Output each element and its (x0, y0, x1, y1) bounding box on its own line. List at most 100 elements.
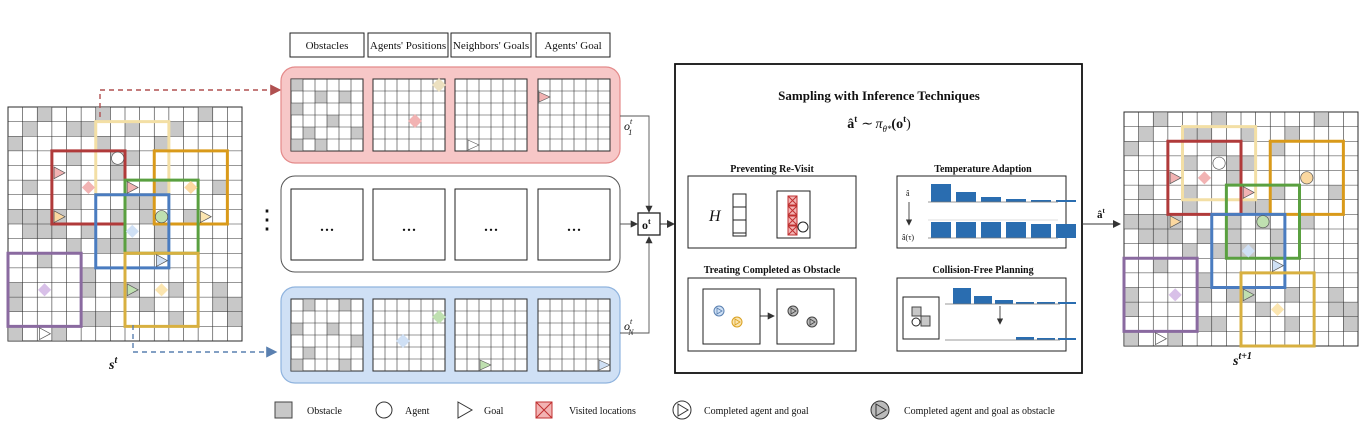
probability-bar (1058, 338, 1076, 340)
obstacle-cell (227, 297, 242, 312)
action-label: ât (1097, 207, 1106, 221)
goal-icon (457, 401, 474, 419)
history-h-label: H (708, 208, 722, 225)
visited-locations-stack (787, 195, 809, 236)
obstacle-cell (1153, 214, 1168, 229)
obstacle-cell (66, 194, 82, 210)
field-of-view-box (1268, 139, 1345, 216)
obstacle-cell (1270, 229, 1285, 244)
obstacle-cell (351, 127, 363, 139)
probability-bar (981, 197, 1001, 202)
ellipsis-boxes: ... ... ... ... (290, 188, 611, 261)
obstacle-cell (303, 347, 315, 359)
obstacle-cell (1197, 229, 1212, 244)
field-of-view-box (152, 149, 229, 226)
obstacle-cell (1138, 126, 1154, 142)
obstacle-cell (1226, 243, 1241, 259)
obstacle-cell (1124, 331, 1139, 346)
obstacle-cell (8, 326, 23, 341)
connector-red-dashed (99, 84, 282, 117)
obstacle-cell (110, 282, 125, 298)
probability-bar (995, 300, 1013, 304)
obstacle-cell (1328, 185, 1344, 200)
goal-marker (53, 210, 66, 224)
probability-bar (981, 222, 1001, 238)
obstacle-cell (1153, 112, 1168, 127)
obstacle-cell (37, 107, 52, 122)
obstacle-cell (1343, 316, 1358, 332)
obstacle-cell (1343, 302, 1358, 317)
obstacle-cell (303, 299, 315, 311)
agent-marker (184, 180, 198, 195)
panel-revisit-title: Preventing Re-Visit (730, 164, 814, 175)
obstacle-cell (327, 323, 339, 335)
global-map-right (1122, 111, 1359, 348)
legend-label-visited: Visited locations (569, 406, 636, 417)
obstacle-cell (168, 121, 184, 137)
probability-bar (1056, 200, 1076, 202)
visited-icon (535, 401, 553, 419)
obstacle-cell (315, 91, 327, 103)
obstacle-cell (315, 139, 327, 151)
probability-bar (1016, 337, 1034, 340)
obstacle-cell (1182, 185, 1198, 200)
obstacle-cell (339, 299, 351, 311)
goal-marker (199, 210, 213, 224)
sampling-title: Sampling with Inference Techniques (778, 88, 980, 103)
obstacle-cell (291, 103, 303, 115)
obstacle-cell (1241, 155, 1256, 171)
probability-bar (931, 184, 951, 202)
obstacle-cell (1270, 185, 1285, 200)
obstacle-cell (1153, 258, 1168, 273)
obstacle-cell (66, 150, 82, 166)
probability-bar (1056, 224, 1076, 238)
probability-bar (1058, 302, 1076, 304)
obstacle-cell (1167, 331, 1183, 346)
obstacle-cell (339, 91, 351, 103)
history-stack (732, 193, 747, 237)
obstacle-cell (1124, 287, 1139, 303)
obstacle-cell (95, 107, 111, 122)
obstacle-cell (1138, 185, 1154, 200)
obstacle-cell (81, 121, 96, 137)
obstacle-cell (1270, 243, 1285, 259)
obstacle-cell (139, 297, 155, 312)
obstacle-cell (1182, 243, 1198, 259)
obstacle-cell (212, 297, 228, 312)
goal-marker (39, 327, 52, 341)
obstacle-cell (66, 180, 82, 195)
ellipsis-4: ... (567, 214, 582, 236)
obstacle-cell (81, 311, 96, 327)
agent-marker (1197, 171, 1212, 185)
field-of-view-box (1181, 125, 1258, 202)
observation-row-agent-1 (280, 66, 621, 164)
obstacle-cell (1226, 229, 1241, 244)
obstacle-cell (37, 209, 52, 224)
field-of-view-box (6, 251, 83, 328)
obstacle-cell (168, 282, 184, 298)
obstacle-cell (1328, 302, 1344, 317)
probability-bar (931, 222, 951, 238)
obstacle-cell (1255, 302, 1271, 317)
obstacle-cell (1153, 229, 1168, 244)
temp-a-label: â (906, 189, 910, 198)
obstacle-cell (1241, 126, 1256, 142)
obstacle-cell (291, 79, 303, 91)
obstacle-cell (37, 224, 52, 239)
goal-marker (1155, 332, 1168, 346)
header-labels: Obstacles Agents' Positions Neighbors' G… (289, 32, 611, 58)
obstacle-cell (183, 209, 199, 224)
goal-marker (479, 359, 492, 371)
obstacle-cell (125, 238, 140, 254)
obstacle-cell (110, 165, 125, 181)
obstacle-cell (1182, 126, 1198, 142)
obstacle-cell (8, 297, 23, 312)
agent-marker (81, 180, 96, 195)
legend-label-goal: Goal (484, 406, 504, 417)
obstacle-cell (8, 136, 23, 151)
field-of-view-box (123, 251, 200, 328)
goal-marker (1169, 171, 1182, 185)
obstacle-cell (351, 335, 363, 347)
probability-bar (1031, 200, 1051, 202)
